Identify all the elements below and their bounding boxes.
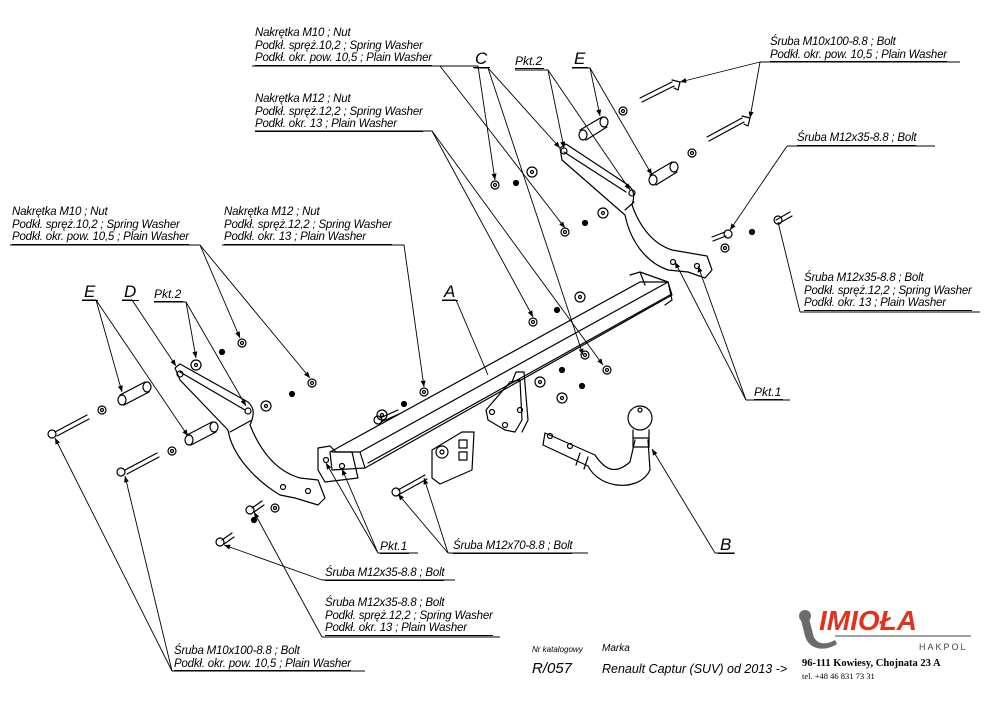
left-bracket-part-d [174,363,326,506]
label-line: Podkł. spręż.12,2 ; Spring Washer [224,218,392,231]
label-bolt-m12x70: Śruba M12x70-8.8 ; Bolt [453,540,573,554]
company-name: IMIOŁA [819,605,917,636]
label-line: Śruba M12x35-8.8 ; Bolt [325,567,445,581]
label-bolt-m10-bottom: Śruba M10x100-8.8 ; Bolt Podkł. okr. pow… [174,645,351,671]
label-line: Podkł. spręż.10,2 ; Spring Washer [255,39,423,52]
brand-caption: Marka [602,643,630,654]
tow-ball-icon [799,610,811,622]
label-line: Podkł. okr. pow. 10,5 ; Plain Washer [12,231,189,245]
catalog-number: R/057 [532,660,573,677]
label-line: Śruba M12x35-8.8 ; Bolt [797,132,917,146]
socket-plate [431,431,475,485]
label-line: Nakrętka M12 ; Nut [224,206,320,218]
point-label-pkt1-bottom: Pkt.1 [380,539,410,554]
tow-ball-part-b [542,405,653,486]
spacer-tubes-left [117,381,219,446]
part-letter-e-right: E [572,50,589,68]
vehicle-model: Renault Captur (SUV) od 2013 -> [602,662,788,676]
short-bolts [215,211,793,547]
label-line: Śruba M10x100-8.8 ; Bolt [174,645,300,657]
leader-lines [10,61,980,672]
part-letter-a: A [442,283,459,301]
company-subname: HAKPOL [919,642,968,652]
label-line: Podkł. okr. 13 ; Plain Washer [224,231,392,245]
label-line: Nakrętka M10 ; Nut [12,206,108,218]
right-bracket-part-c [559,143,713,279]
label-line: Śruba M12x35-8.8 ; Bolt [325,597,445,609]
label-bolt-m10-right: Śruba M10x100-8.8 ; Bolt Podkł. okr. pow… [770,36,947,62]
label-line: Podkł. spręż.12,2 ; Spring Washer [255,105,423,118]
tow-hook-icon [801,618,837,649]
label-nut-m10-top: Nakrętka M10 ; Nut Podkł. spręż.10,2 ; S… [255,27,432,66]
part-letter-d: D [122,283,140,301]
company-address: 96-111 Kowiesy, Chojnata 23 A [802,658,941,669]
label-line: Podkł. okr. pow. 10,5 ; Plain Washer [255,52,432,66]
label-bolt-m12-set-right: Śruba M12x35-8.8 ; Bolt Podkł. spręż.12,… [804,272,972,311]
label-bolt-m12x35-bottom: Śruba M12x35-8.8 ; Bolt [325,567,445,581]
crossbeam-part-a [317,271,673,483]
label-line: Nakrętka M12 ; Nut [255,93,351,105]
label-bolt-m12-right: Śruba M12x35-8.8 ; Bolt [797,132,917,146]
long-bolts-left [47,414,160,477]
company-phone: tel. +48 46 831 73 31 [802,671,875,681]
label-line: Podkł. okr. 13 ; Plain Washer [804,297,972,311]
label-nut-m12-left: Nakrętka M12 ; Nut Podkł. spręż.12,2 ; S… [224,206,392,245]
label-line: Podkł. spręż.10,2 ; Spring Washer [12,218,180,231]
label-line: Podkł. okr. 13 ; Plain Washer [325,622,493,636]
part-letter-e-left: E [82,283,99,301]
point-label-pkt2-left: Pkt.2 [154,287,184,302]
catalog-caption: Nr katalogowy [532,645,583,654]
point-label-pkt1-right: Pkt.1 [754,385,784,400]
label-bolt-m12-set-bottom: Śruba M12x35-8.8 ; Bolt Podkł. spręż.12,… [325,597,493,636]
part-letter-b: B [718,536,735,554]
label-nut-m12-top: Nakrętka M12 ; Nut Podkł. spręż.12,2 ; S… [255,93,423,132]
nuts-and-washers [97,106,756,524]
label-nut-m10-left: Nakrętka M10 ; Nut Podkł. spręż.10,2 ; S… [12,206,189,245]
part-letter-c: C [473,50,491,68]
label-line: Śruba M10x100-8.8 ; Bolt [770,36,896,48]
long-bolts-right [639,79,751,142]
center-bracket [485,371,529,433]
label-line: Podkł. spręż.12,2 ; Spring Washer [804,284,972,297]
label-line: Podkł. spręż.12,2 ; Spring Washer [325,609,493,622]
imiola-logo: IMIOŁA HAKPOL [799,605,971,652]
point-label-pkt2-right: Pkt.2 [515,54,545,69]
label-line: Podkł. okr. pow. 10,5 ; Plain Washer [174,657,351,671]
label-line: Śruba M12x35-8.8 ; Bolt [804,272,924,284]
label-line: Podkł. okr. 13 ; Plain Washer [255,118,423,132]
label-line: Nakrętka M10 ; Nut [255,27,351,39]
label-line: Podkł. okr. pow. 10,5 ; Plain Washer [770,48,947,62]
label-line: Śruba M12x70-8.8 ; Bolt [453,540,573,554]
spacer-tubes-right [578,116,679,186]
